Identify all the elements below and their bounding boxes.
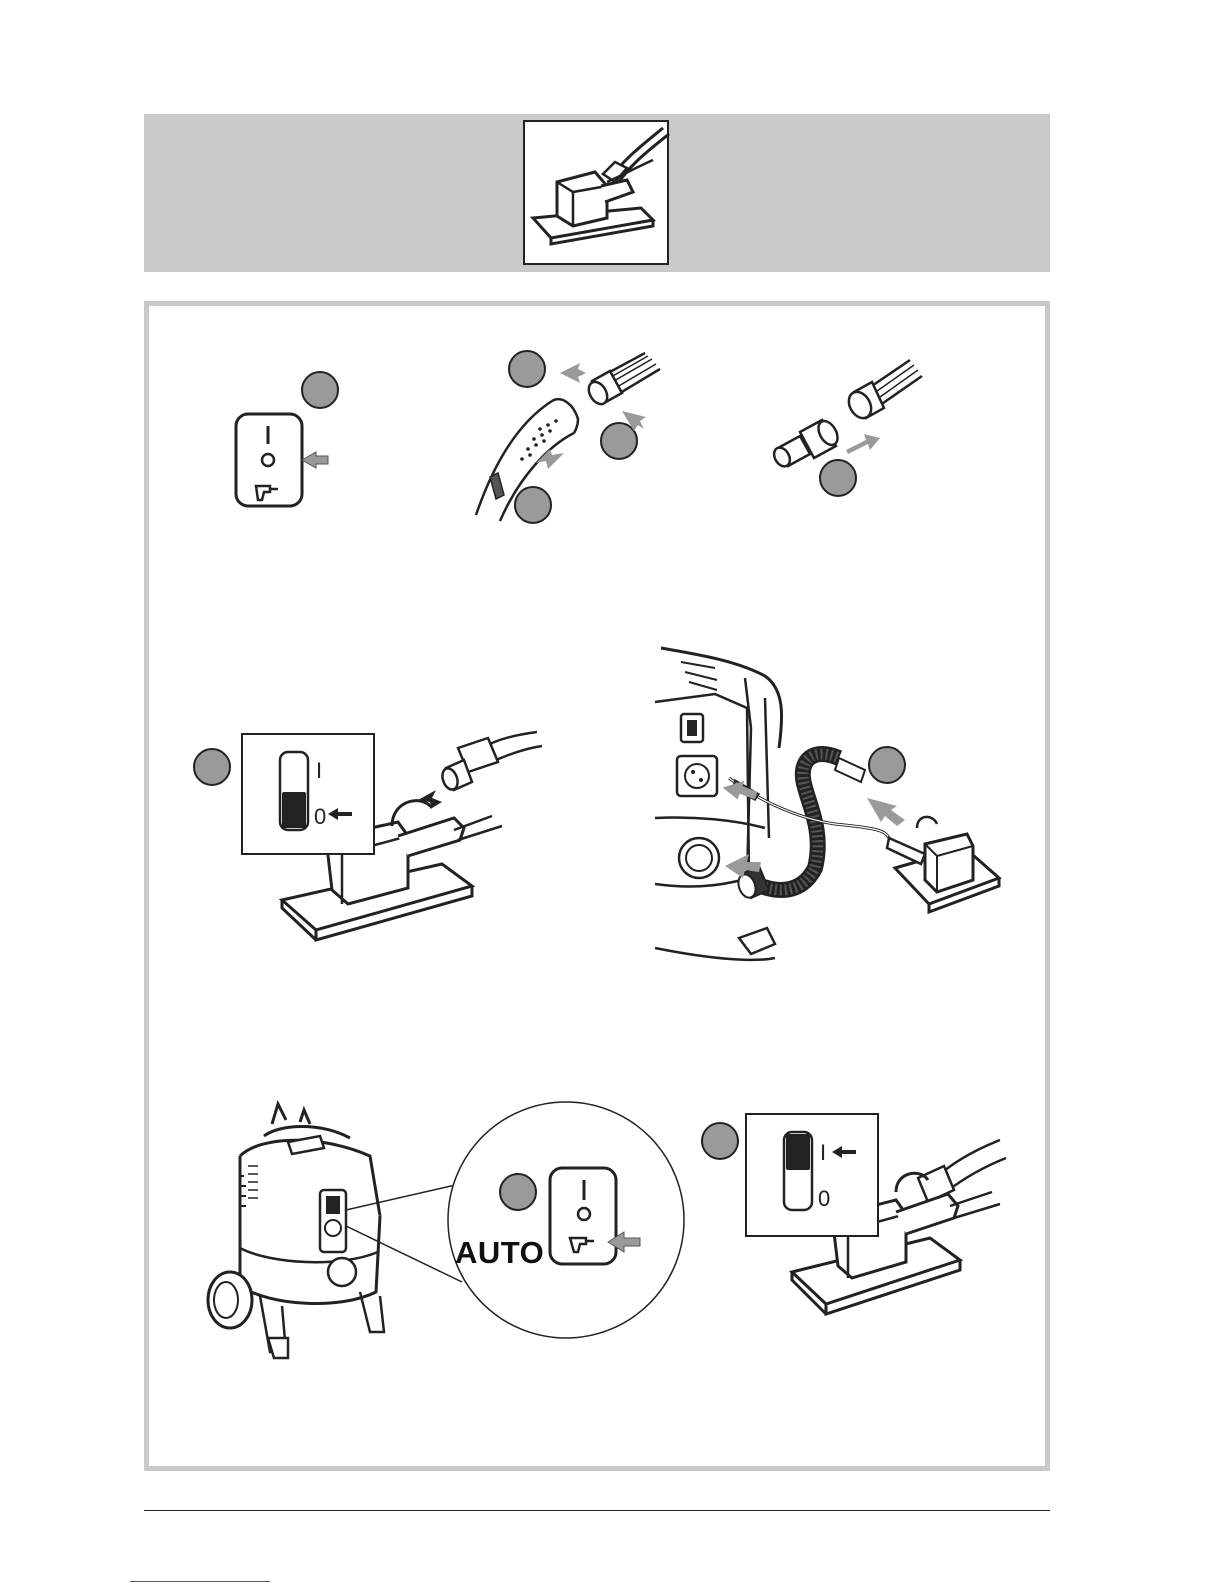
step-marker-2a (509, 351, 545, 387)
step-4-illustration: I 0 (192, 730, 552, 980)
switch-on-label-4: I (316, 758, 322, 783)
step-6-illustration (200, 1096, 680, 1376)
step-7-illustration: I 0 (700, 1120, 1010, 1350)
step-marker-3 (820, 460, 856, 496)
step-marker-7 (702, 1123, 738, 1159)
header-icon-frame (523, 120, 669, 265)
step-marker-2c (515, 487, 551, 523)
step-marker-6 (500, 1174, 536, 1210)
step-3-illustration (770, 350, 950, 500)
switch-on-label-7: I (820, 1140, 826, 1165)
auto-mode-label: AUTO (455, 1237, 544, 1268)
step-marker-5 (869, 747, 905, 783)
switch-off-label-7: 0 (818, 1186, 830, 1211)
switch-off-label-4: 0 (314, 804, 326, 829)
step-2-illustration (470, 345, 680, 525)
sanding-tool-with-hose-icon (523, 120, 669, 265)
bottom-link-underline (130, 1581, 270, 1582)
step-marker-2b (601, 423, 637, 459)
step-marker-4 (194, 749, 230, 785)
footer-rule (144, 1510, 1050, 1511)
step-marker-1 (302, 372, 338, 408)
step-1-illustration (218, 368, 378, 528)
step-5-illustration (655, 648, 1015, 978)
